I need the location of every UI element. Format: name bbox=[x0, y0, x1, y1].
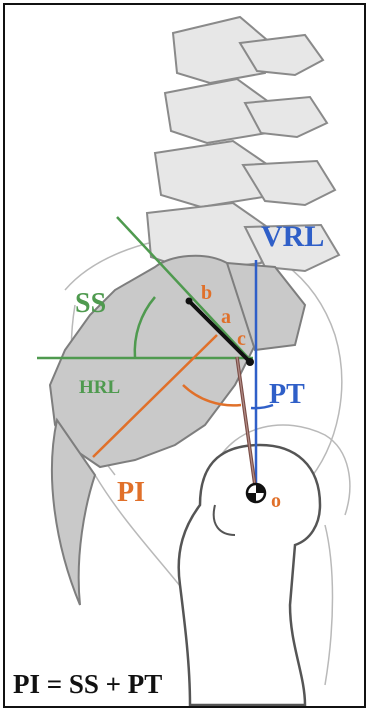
point-o-label: o bbox=[271, 490, 281, 512]
point-c-marker bbox=[246, 358, 254, 366]
point-a-label: a bbox=[221, 306, 231, 328]
point-b-marker bbox=[186, 298, 193, 305]
hrl-label: HRL bbox=[79, 377, 120, 398]
formula-text: PI = SS + PT bbox=[13, 669, 162, 699]
hip-center-icon bbox=[247, 484, 265, 502]
vrl-label: VRL bbox=[261, 220, 324, 253]
diagram-frame: VRL SS HRL PT PI b a c o PI = SS + PT bbox=[3, 3, 366, 708]
pelvis-diagram: VRL SS HRL PT PI b a c o PI = SS + PT bbox=[5, 5, 366, 708]
femoral-head bbox=[179, 445, 320, 705]
pt-label: PT bbox=[269, 379, 305, 410]
pi-label: PI bbox=[117, 477, 145, 508]
point-b-label: b bbox=[201, 282, 212, 304]
point-c-label: c bbox=[237, 328, 246, 350]
ss-label: SS bbox=[75, 288, 106, 319]
